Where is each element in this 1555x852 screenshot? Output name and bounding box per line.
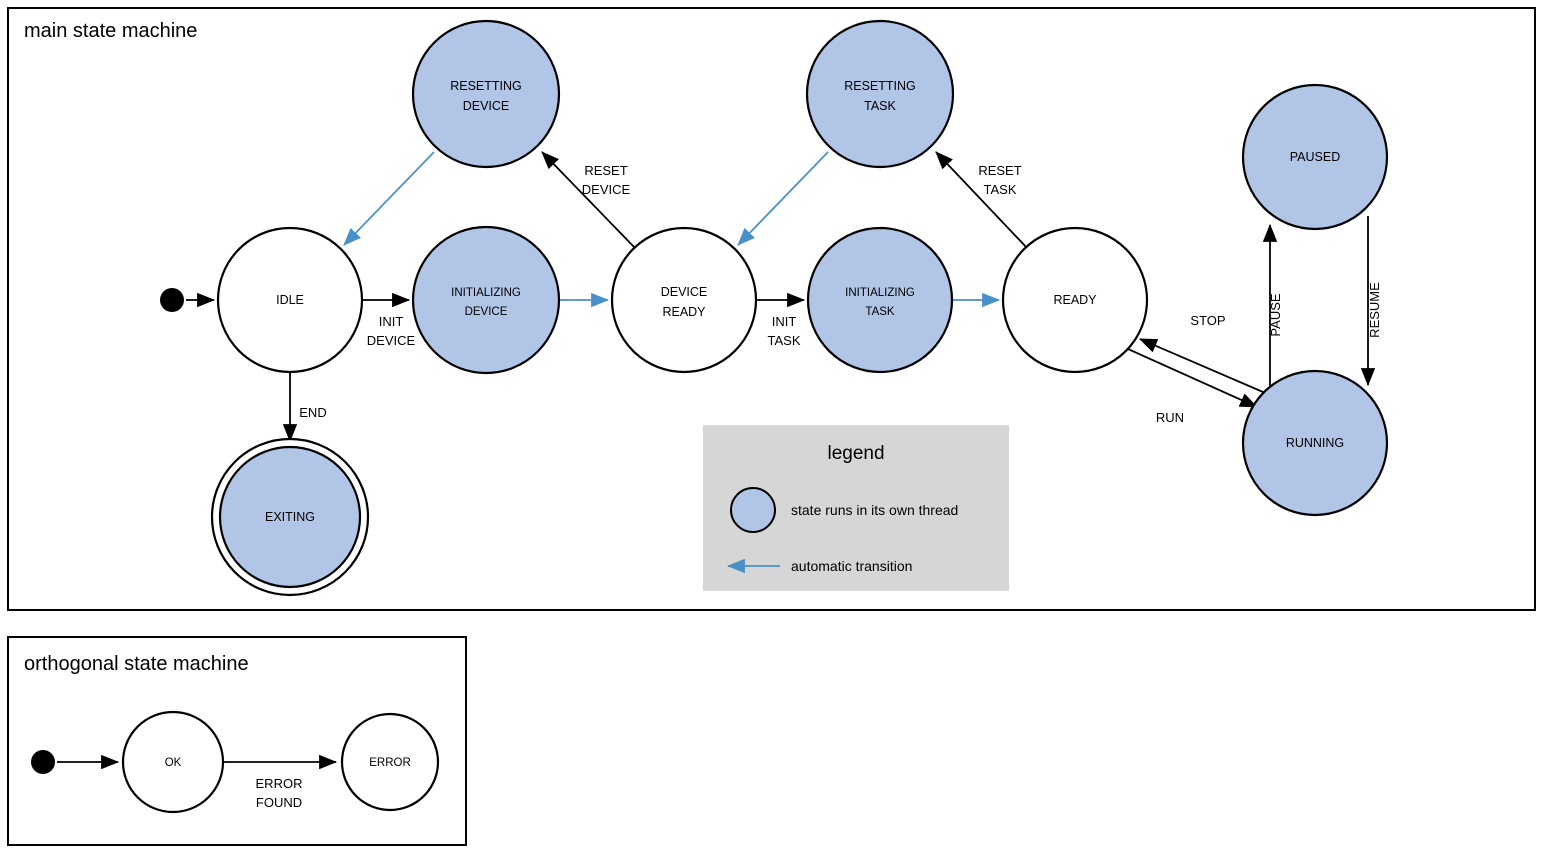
orthogonal-initial-pseudostate	[31, 750, 55, 774]
state-initializing-task[interactable]: INITIALIZING TASK	[806, 226, 954, 374]
state-exiting-circle[interactable]	[218, 445, 362, 589]
state-initializing-task-label-line1: INITIALIZING	[845, 287, 915, 299]
state-resetting-device-label-line2: DEVICE	[463, 99, 510, 113]
state-exiting[interactable]: EXITING	[210, 437, 370, 597]
edge-label-init-task-line2: TASK	[768, 333, 801, 348]
main-state-machine-frame	[7, 7, 1536, 611]
state-idle-label: IDLE	[276, 293, 304, 307]
state-resetting-task-label-line2: TASK	[864, 99, 896, 113]
state-initializing-device-circle[interactable]	[411, 225, 561, 375]
edge-label-end: END	[299, 405, 326, 420]
transition-ready-running	[1127, 348, 1258, 408]
state-paused[interactable]: PAUSED	[1241, 83, 1389, 231]
state-exiting-label: EXITING	[265, 510, 315, 524]
state-resetting-device-label-line1: RESETTING	[450, 79, 522, 93]
edge-label-reset-device-line1: RESET	[584, 163, 627, 178]
state-device-ready-label-line1: DEVICE	[661, 285, 708, 299]
edge-label-reset-device-line2: DEVICE	[582, 182, 631, 197]
edge-label-error-found-line2: FOUND	[256, 795, 302, 810]
state-initializing-task-circle[interactable]	[806, 226, 954, 374]
main-initial-pseudostate	[160, 288, 184, 312]
transition-running-ready	[1139, 338, 1264, 393]
transition-resetting-device-idle	[343, 151, 435, 246]
state-resetting-task-circle[interactable]	[805, 19, 955, 169]
edge-label-stop: STOP	[1190, 313, 1225, 328]
edge-label-init-device-line2: DEVICE	[367, 333, 416, 348]
state-initializing-device-label-line2: DEVICE	[465, 306, 508, 318]
state-paused-label: PAUSED	[1290, 150, 1340, 164]
edge-label-run: RUN	[1156, 410, 1184, 425]
edge-label-init-device-line1: INIT	[379, 314, 404, 329]
state-ready-circle[interactable]	[1001, 226, 1149, 374]
state-idle[interactable]: IDLE	[216, 226, 364, 374]
state-initializing-task-label-line2: TASK	[865, 306, 895, 318]
state-error-circle[interactable]	[340, 712, 440, 812]
state-ok-circle[interactable]	[121, 710, 225, 814]
edge-label-init-task-line1: INIT	[772, 314, 797, 329]
state-initializing-device[interactable]: INITIALIZING DEVICE	[411, 225, 561, 375]
state-running[interactable]: RUNNING	[1241, 369, 1389, 517]
state-ready-label: READY	[1053, 293, 1097, 307]
state-ok-label: OK	[165, 757, 182, 769]
transition-ready-resetting-task	[935, 151, 1029, 250]
edge-label-reset-task-line1: RESET	[978, 163, 1021, 178]
state-resetting-device[interactable]: RESETTING DEVICE	[411, 19, 561, 169]
state-paused-circle[interactable]	[1241, 83, 1389, 231]
edge-label-resume: RESUME	[1367, 282, 1382, 338]
edge-label-pause: PAUSE	[1268, 293, 1283, 336]
legend: legend state runs in its own thread auto…	[703, 425, 1009, 591]
edge-label-reset-task-line2: TASK	[984, 182, 1017, 197]
state-idle-circle[interactable]	[216, 226, 364, 374]
state-initializing-device-label-line1: INITIALIZING	[451, 287, 521, 299]
main-state-machine-title: main state machine	[24, 20, 197, 42]
state-device-ready-circle[interactable]	[610, 226, 758, 374]
state-error[interactable]: ERROR	[340, 712, 440, 812]
state-running-label: RUNNING	[1286, 436, 1344, 450]
orthogonal-state-machine-title: orthogonal state machine	[24, 653, 249, 675]
state-running-circle[interactable]	[1241, 369, 1389, 517]
state-error-label: ERROR	[369, 757, 411, 769]
state-ready[interactable]: READY	[1001, 226, 1149, 374]
orthogonal-state-machine-frame	[7, 636, 467, 846]
legend-item-automatic-transition-label: automatic transition	[791, 558, 912, 574]
legend-item-thread-state: state runs in its own thread	[730, 487, 958, 533]
state-resetting-task-label-line1: RESETTING	[844, 79, 916, 93]
legend-item-thread-state-label: state runs in its own thread	[791, 502, 958, 518]
transition-resetting-task-device-ready	[737, 151, 829, 246]
state-resetting-device-circle[interactable]	[411, 19, 561, 169]
edge-label-error-found-line1: ERROR	[256, 776, 303, 791]
state-device-ready[interactable]: DEVICE READY	[610, 226, 758, 374]
state-ok[interactable]: OK	[121, 710, 225, 814]
state-resetting-task[interactable]: RESETTING TASK	[805, 19, 955, 169]
state-device-ready-label-line2: READY	[662, 305, 706, 319]
transition-device-ready-resetting-device	[541, 151, 637, 250]
thread-state-icon	[730, 487, 776, 533]
legend-item-automatic-transition: automatic transition	[726, 558, 912, 574]
legend-title: legend	[827, 443, 884, 464]
